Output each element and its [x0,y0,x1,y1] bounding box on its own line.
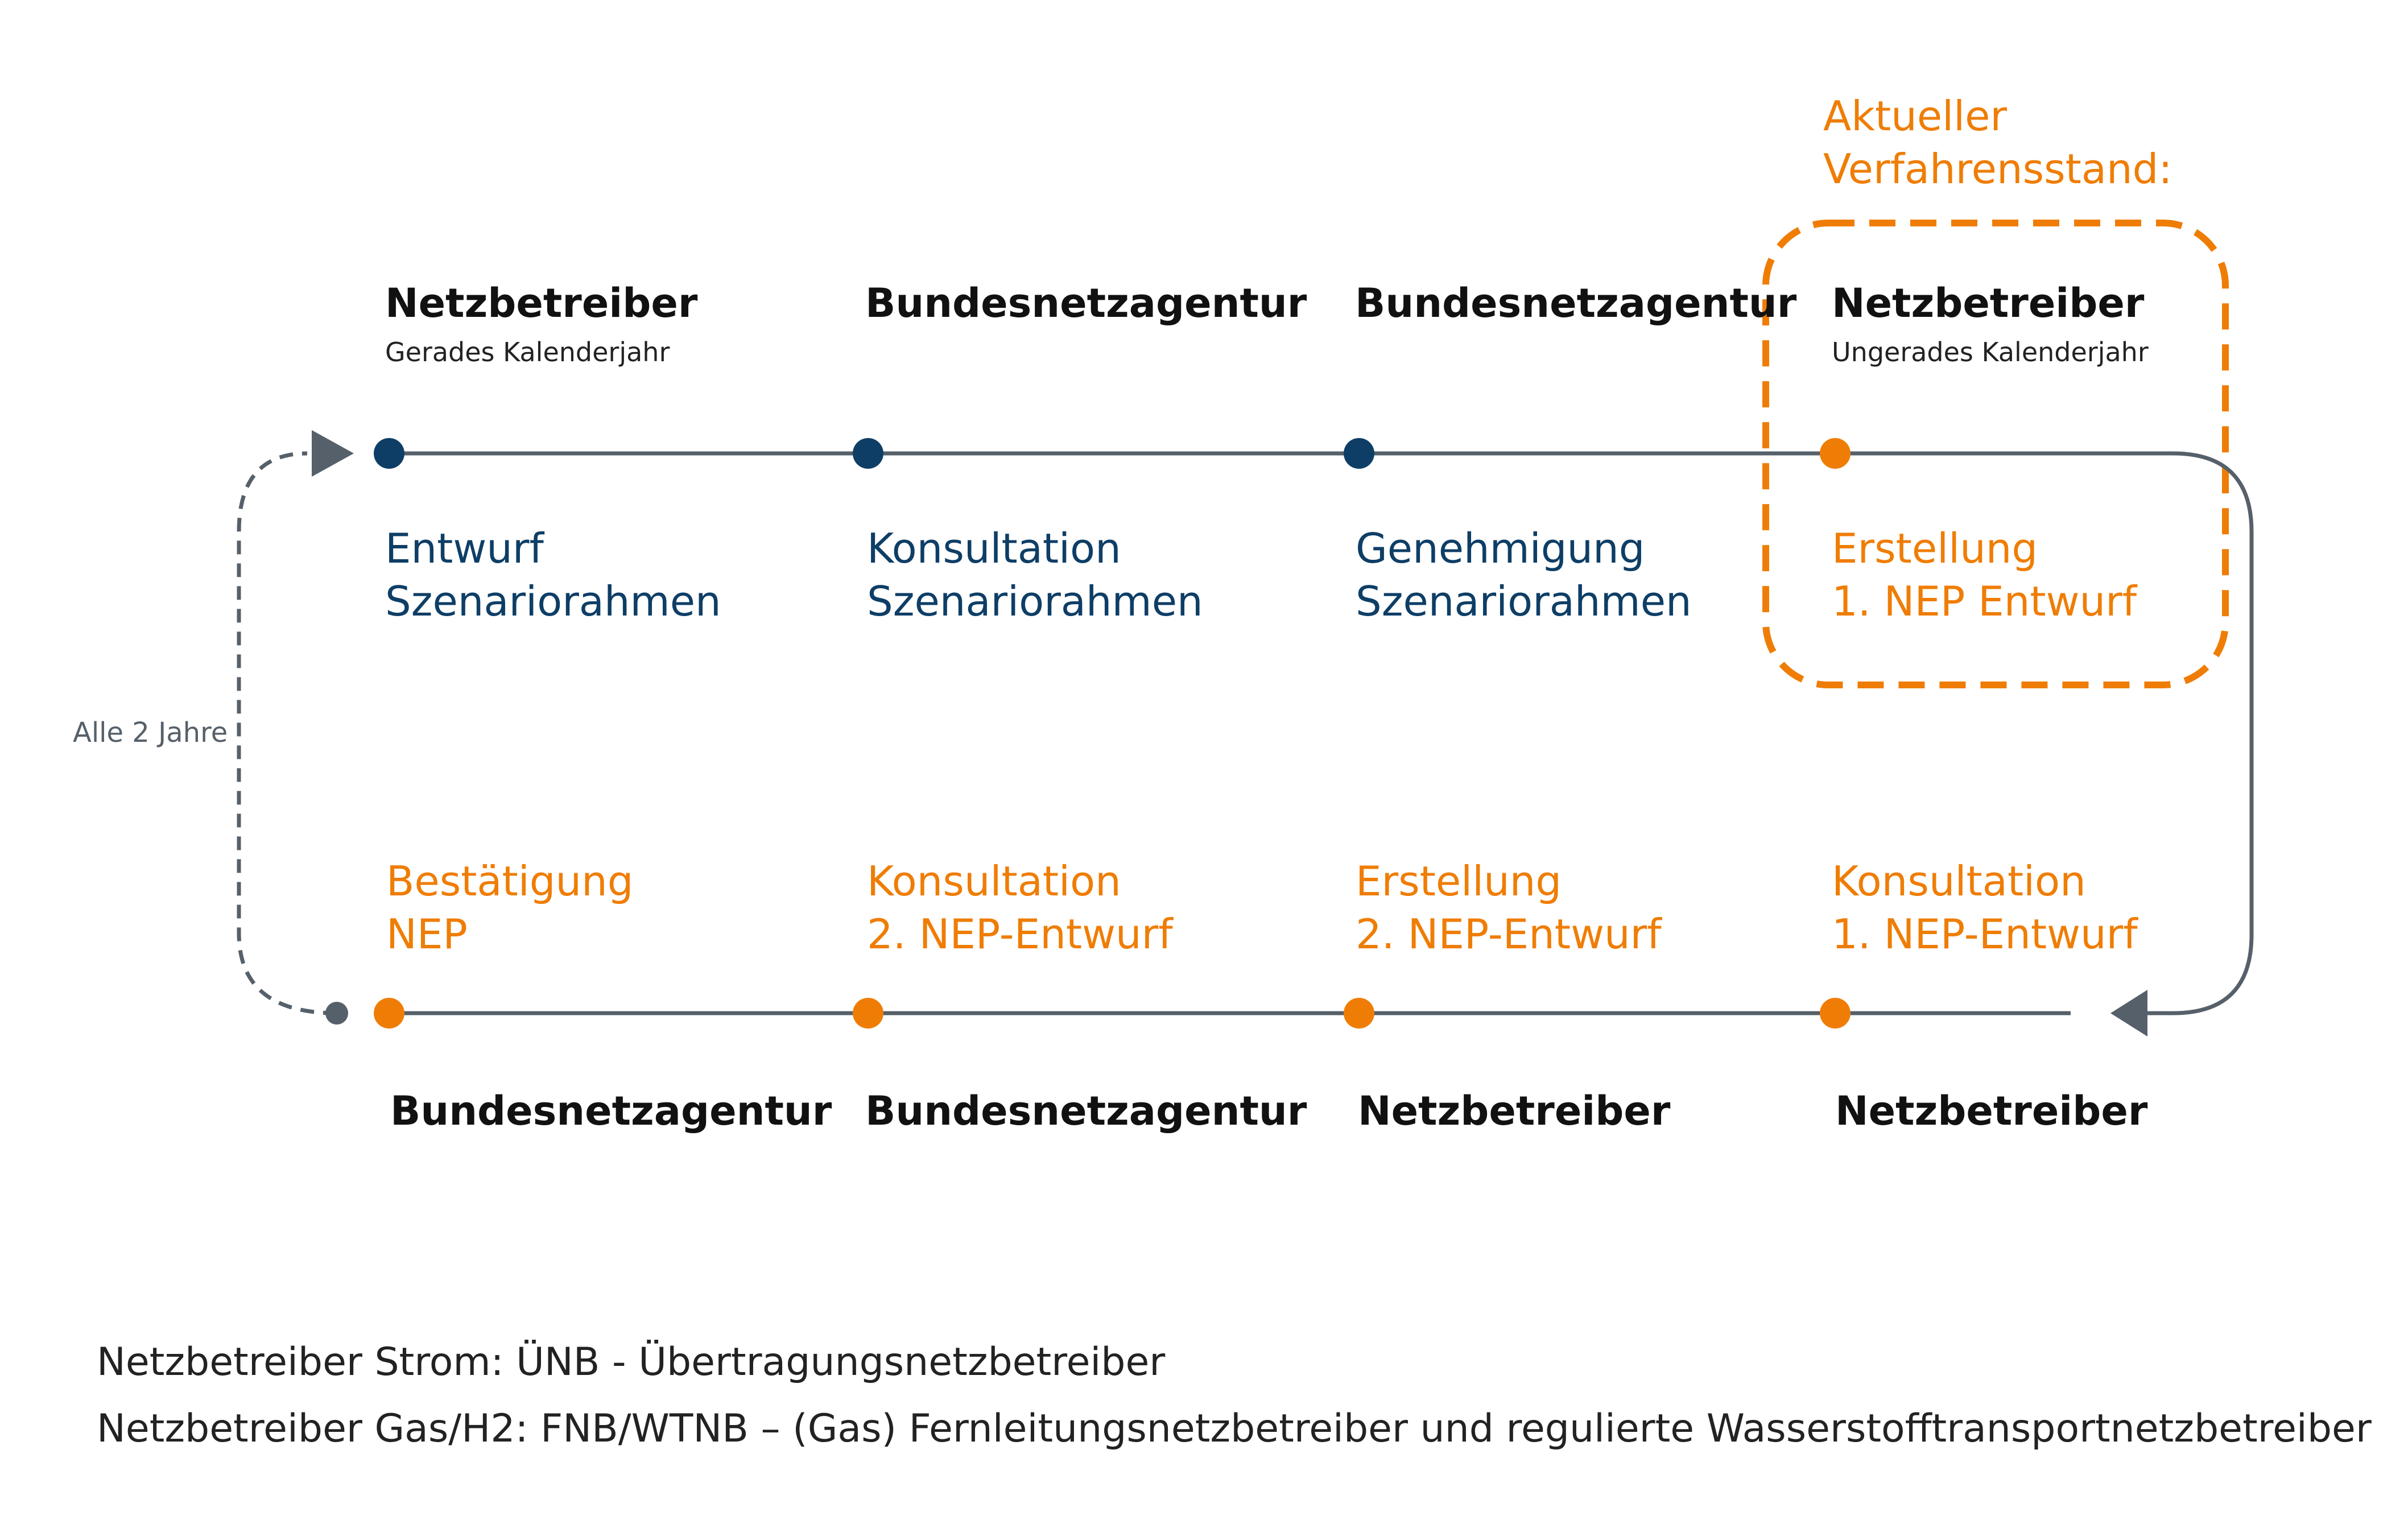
current-state-frame [1762,220,2229,688]
return-connector [2139,451,2254,1015]
top-step-1-line2: Szenariorahmen [385,577,721,625]
bottom-step-2-line1: Konsultation [867,857,1121,905]
top-step-1-line1: Entwurf [385,525,544,572]
node-top-3 [1344,438,1374,469]
bottom-actor-2: Bundesnetzagentur [865,1088,1307,1134]
node-bottom-1 [374,998,404,1029]
bottom-step-3: Erstellung 2. NEP-Entwurf [1356,855,1662,961]
top-actor-3: Bundesnetzagentur [1355,280,1797,327]
top-subtitle-1: Gerades Kalenderjahr [385,337,670,367]
top-actor-2: Bundesnetzagentur [865,280,1307,327]
bottom-step-4: Konsultation 1. NEP-Entwurf [1832,855,2138,961]
top-step-3: Genehmigung Szenariorahmen [1356,522,1692,628]
node-bottom-4 [1820,998,1851,1029]
top-actor-4: Netzbetreiber [1832,280,2145,327]
bottom-step-1-line1: Bestätigung [386,857,634,905]
top-step-3-line1: Genehmigung [1356,525,1645,572]
top-subtitle-4: Ungerades Kalenderjahr [1832,337,2149,367]
top-step-2: Konsultation Szenariorahmen [867,522,1203,628]
node-bottom-3 [1344,998,1374,1029]
bottom-actor-4: Netzbetreiber [1835,1088,2148,1134]
bottom-step-1: Bestätigung NEP [386,855,633,961]
top-step-4-line2: 1. NEP Entwurf [1832,577,2137,625]
top-actor-1: Netzbetreiber [385,280,698,327]
bottom-step-2: Konsultation 2. NEP-Entwurf [867,855,1173,961]
cycle-connector [237,451,337,1015]
bottom-step-3-line1: Erstellung [1356,857,1562,905]
node-top-2 [853,438,883,469]
return-arrow-icon [2110,990,2147,1036]
top-step-3-line2: Szenariorahmen [1356,577,1692,625]
current-state-label-line2: Verfahrensstand: [1823,145,2172,193]
node-bottom-2 [853,998,883,1029]
cycle-arrow-icon [312,430,354,477]
bottom-step-4-line1: Konsultation [1832,857,2086,905]
node-top-4 [1820,438,1851,469]
node-top-1 [374,438,404,469]
top-step-2-line2: Szenariorahmen [867,577,1203,625]
current-state-label: Aktueller Verfahrensstand: [1823,90,2172,196]
top-step-4-line1: Erstellung [1832,525,2038,572]
bottom-step-3-line2: 2. NEP-Entwurf [1356,910,1662,958]
top-step-4: Erstellung 1. NEP Entwurf [1832,522,2137,628]
bottom-step-2-line2: 2. NEP-Entwurf [867,910,1173,958]
bottom-step-4-line2: 1. NEP-Entwurf [1832,910,2138,958]
footer-line-1: Netzbetreiber Strom: ÜNB - Übertragungsn… [97,1340,1166,1385]
bottom-actor-1: Bundesnetzagentur [390,1088,832,1134]
current-state-label-line1: Aktueller [1823,92,2008,140]
bottom-actor-3: Netzbetreiber [1358,1088,1671,1134]
top-step-2-line1: Konsultation [867,525,1121,572]
bottom-step-1-line2: NEP [386,910,468,958]
top-step-1: Entwurf Szenariorahmen [385,522,721,628]
cycle-start-dot [325,1002,348,1025]
cycle-label: Alle 2 Jahre [73,717,228,749]
footer-line-2: Netzbetreiber Gas/H2: FNB/WTNB – (Gas) F… [97,1406,2372,1451]
